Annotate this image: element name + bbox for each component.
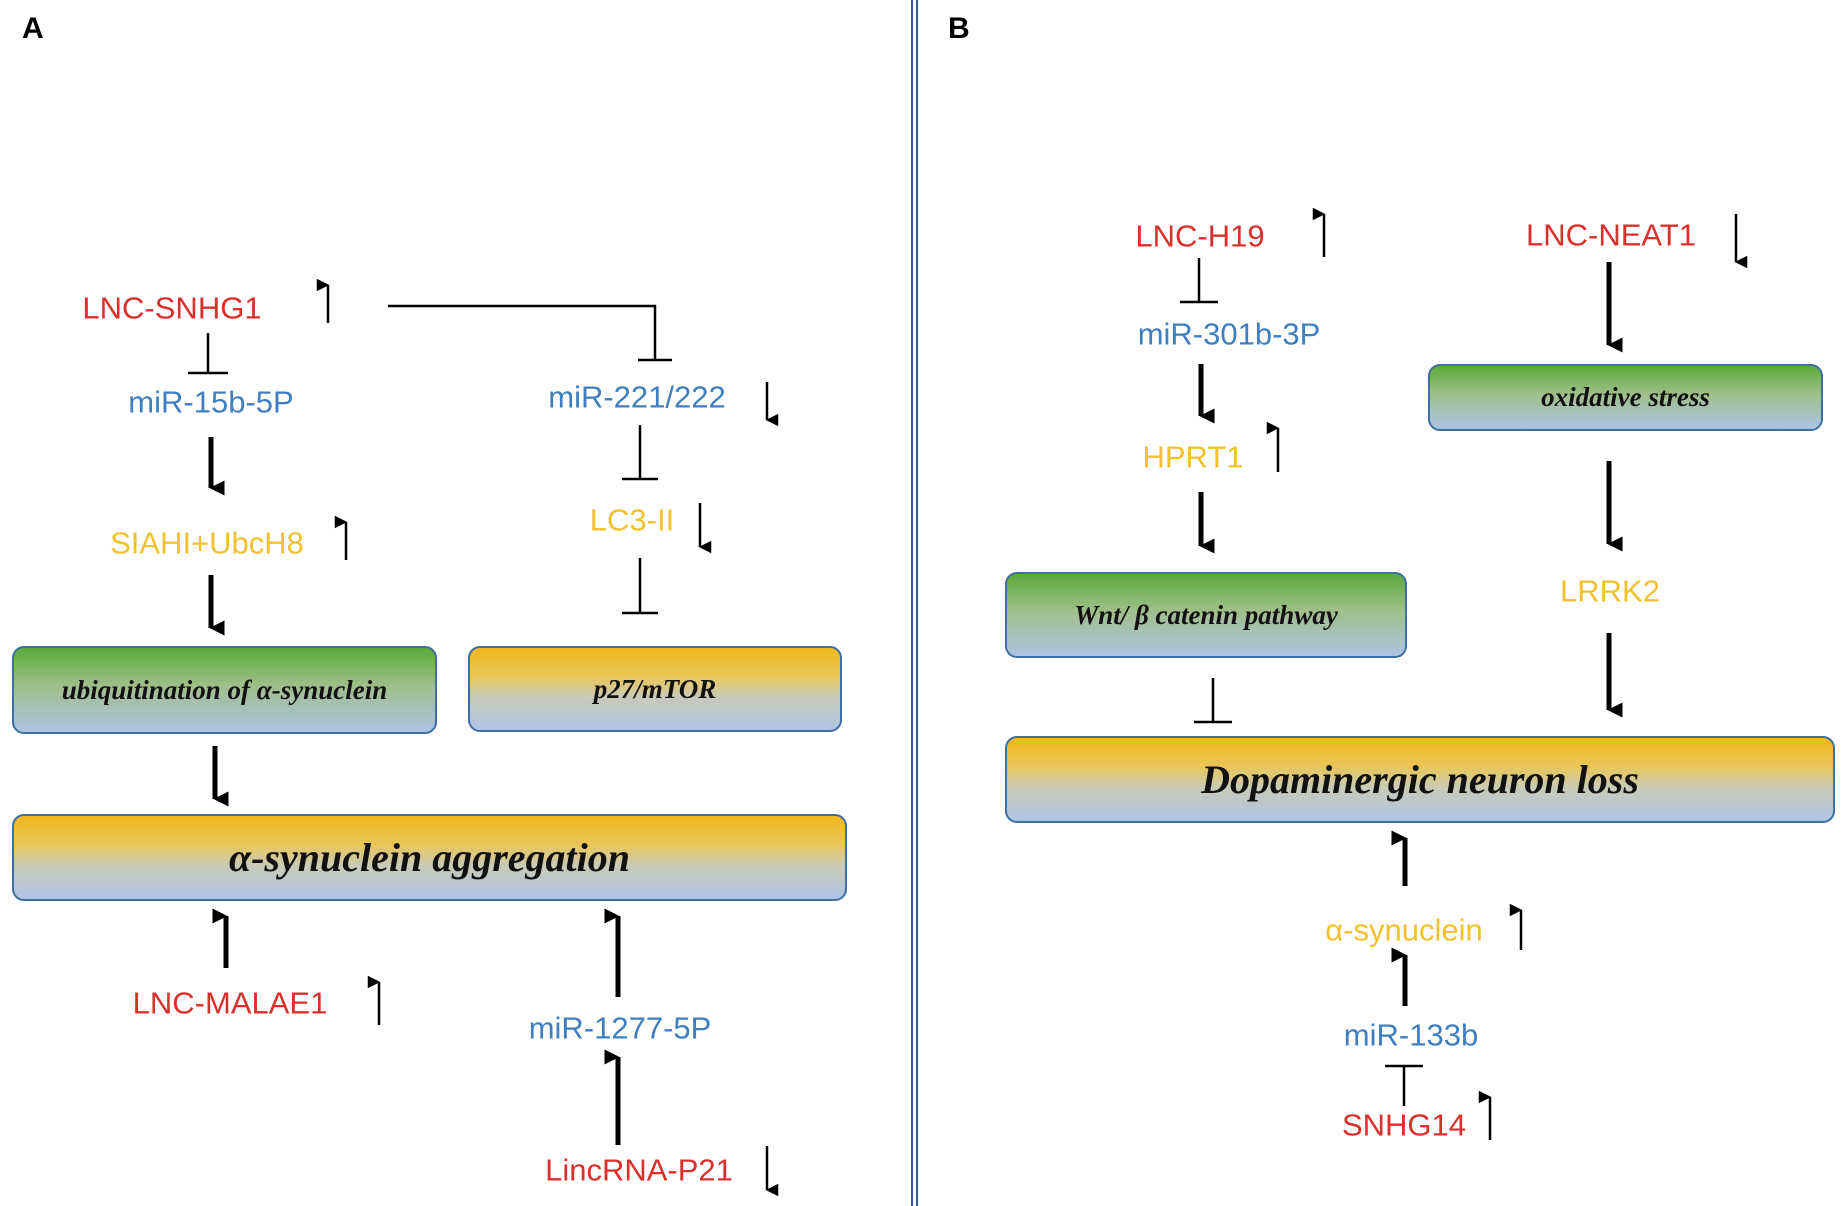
ubiquitination-box-text: ubiquitination of α-synuclein bbox=[61, 674, 388, 705]
wnt-inhibits-dopaminergic-loss bbox=[1194, 678, 1232, 724]
oxidative-stress-box-text: oxidative stress bbox=[1541, 382, 1710, 412]
wnt-beta-catenin-box-text: Wnt/ β catenin pathway bbox=[1074, 599, 1338, 630]
snhg14-inhibits-mir133b bbox=[1385, 1064, 1423, 1106]
mir-1277-5p-label: miR-1277-5P bbox=[528, 1010, 712, 1046]
mir221-inhibits-lc3 bbox=[622, 425, 658, 481]
lnc-neat1-label: LNC-NEAT1 bbox=[1526, 217, 1696, 253]
h19-inhibits-mir301b bbox=[1180, 258, 1218, 304]
alpha-synuclein-aggregation-box: α-synuclein aggregation bbox=[12, 814, 847, 901]
siahi-ubch8-label: SIAHI+UbcH8 bbox=[110, 525, 304, 561]
lnc-h19-label: LNC-H19 bbox=[1135, 218, 1265, 254]
dopaminergic-neuron-loss-box-text: Dopaminergic neuron loss bbox=[1201, 757, 1639, 802]
mir-15b-5p-label: miR-15b-5P bbox=[128, 384, 294, 420]
ubiquitination-box: ubiquitination of α-synuclein bbox=[12, 646, 437, 734]
lnc-malae1-label: LNC-MALAE1 bbox=[132, 985, 328, 1021]
oxidative-stress-box: oxidative stress bbox=[1428, 364, 1823, 431]
mir-133b-label: miR-133b bbox=[1343, 1017, 1479, 1053]
snhg1-inhibits-mir221 bbox=[388, 304, 672, 362]
mir-301b-3p-label: miR-301b-3P bbox=[1137, 316, 1321, 352]
lincrna-p21-label: LincRNA-P21 bbox=[545, 1152, 733, 1188]
mir-221-222-label: miR-221/222 bbox=[548, 379, 726, 415]
lrrk2-label: LRRK2 bbox=[1560, 573, 1660, 609]
p27-mtor-box-text: p27/mTOR bbox=[593, 673, 717, 704]
p27-mtor-box: p27/mTOR bbox=[468, 646, 842, 732]
lnc-snhg1-label: LNC-SNHG1 bbox=[82, 290, 262, 326]
lc3-ii-label: LC3-II bbox=[589, 502, 675, 538]
panel-b-label: B bbox=[948, 12, 970, 45]
dopaminergic-neuron-loss-box: Dopaminergic neuron loss bbox=[1005, 736, 1835, 823]
wnt-beta-catenin-box: Wnt/ β catenin pathway bbox=[1005, 572, 1407, 658]
alpha-synuclein-aggregation-box-text: α-synuclein aggregation bbox=[228, 835, 631, 880]
lc3-inhibits-p27 bbox=[622, 558, 658, 615]
hprt1-label: HPRT1 bbox=[1142, 439, 1244, 475]
snhg1-inhibits-mir15b bbox=[188, 333, 228, 375]
snhg14-label: SNHG14 bbox=[1341, 1107, 1467, 1143]
panel-separator bbox=[911, 0, 919, 1206]
alpha-synuclein-label: α-synuclein bbox=[1325, 912, 1483, 948]
panel-a-label: A bbox=[22, 12, 44, 45]
